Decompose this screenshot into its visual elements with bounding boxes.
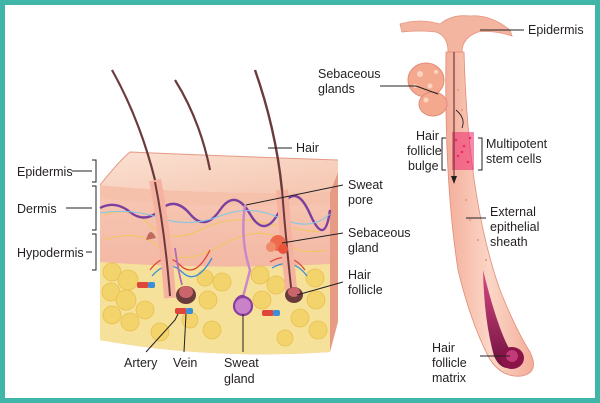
label-sheath-1: External: [490, 205, 536, 219]
label-sweat-pore-1: Sweat: [348, 178, 383, 192]
label-artery: Artery: [124, 356, 158, 370]
sweat-duct: [240, 204, 252, 301]
label-bulge-2: follicle: [407, 144, 442, 158]
sebaceous-gland: [266, 235, 288, 254]
follicle-matrix: [483, 270, 516, 369]
labels: Epidermis Dermis Hypodermis Hair Sweat p…: [17, 23, 584, 386]
label-follicle-epidermis: Epidermis: [528, 23, 584, 37]
label-sweat-pore-2: pore: [348, 193, 373, 207]
label-sebaceous-gland-1: Sebaceous: [348, 226, 411, 240]
hair-middle: [174, 79, 212, 171]
label-stem-cells-1: Multipotent: [486, 137, 548, 151]
label-matrix-1: Hair: [432, 341, 455, 355]
layer-brackets: [66, 159, 97, 271]
label-sheath-2: epithelial: [490, 220, 539, 234]
label-stem-cells-2: stem cells: [486, 152, 542, 166]
label-bulge-1: Hair: [416, 129, 439, 143]
stem-cell-band: [452, 132, 474, 170]
label-sebaceous-glands-2: glands: [318, 82, 355, 96]
sweat-gland: [232, 294, 254, 317]
label-vein: Vein: [173, 356, 197, 370]
follicle-epidermis: [399, 15, 513, 53]
label-sheath-3: sheath: [490, 235, 528, 249]
label-sebaceous-gland-2: gland: [348, 241, 379, 255]
vessel-cuts: [137, 282, 280, 316]
hypodermis-fat: [100, 262, 330, 355]
label-hair-follicle-1: Hair: [348, 268, 371, 282]
label-hypodermis: Hypodermis: [17, 246, 84, 260]
block-top-face: [100, 152, 338, 193]
label-hair: Hair: [296, 141, 319, 155]
label-hair-follicle-2: follicle: [348, 283, 383, 297]
label-epidermis: Epidermis: [17, 165, 73, 179]
sebaceous-glands: [407, 62, 448, 117]
block-right-face: [330, 172, 338, 352]
nerve-line: [99, 194, 332, 232]
label-dermis: Dermis: [17, 202, 57, 216]
label-sweat-gland-2: gland: [224, 372, 255, 386]
label-sweat-gland-1: Sweat: [224, 356, 259, 370]
skin-block: [99, 69, 339, 355]
block-leaders: [145, 147, 344, 353]
hair-left: [111, 69, 196, 304]
label-sebaceous-glands-1: Sebaceous: [318, 67, 381, 81]
label-matrix-2: follicle: [432, 356, 467, 370]
skin-anatomy-diagram: Epidermis Dermis Hypodermis Hair Sweat p…: [17, 15, 584, 386]
follicle-diagram: [399, 15, 534, 377]
label-bulge-3: bulge: [408, 159, 439, 173]
label-matrix-3: matrix: [432, 371, 467, 385]
follicle-leaders: [380, 29, 524, 357]
